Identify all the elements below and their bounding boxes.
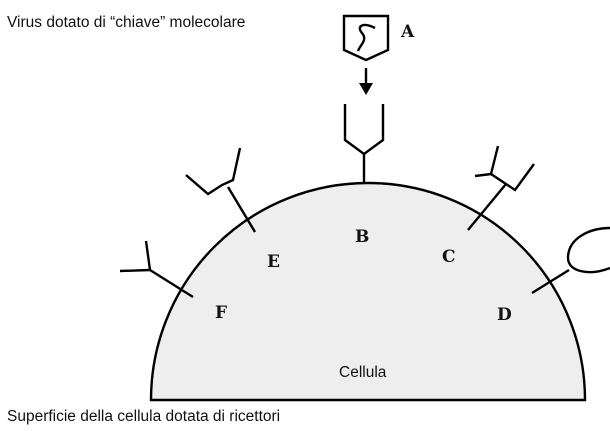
letter-c: C [442, 247, 456, 267]
virus-label: Virus dotato di “chiave” molecolare [7, 14, 245, 31]
cell-label: Cellula [339, 364, 387, 381]
receptor-f [119, 240, 194, 299]
letter-e: E [267, 252, 280, 272]
letter-d: D [497, 305, 512, 325]
letter-f: F [215, 303, 227, 323]
binding-arrow [359, 68, 373, 95]
virus [342, 14, 390, 62]
receptor-d [531, 226, 610, 295]
letter-a: A [400, 22, 415, 42]
virus-key-symbol [356, 23, 376, 52]
virus-shape [342, 14, 390, 62]
surface-label: Superficie della cellula dotata di ricet… [7, 408, 280, 425]
receptor-e [185, 147, 257, 233]
receptor-b [343, 104, 385, 184]
cell-body [149, 181, 587, 402]
receptor-c [467, 145, 535, 231]
letter-b: B [355, 227, 369, 247]
